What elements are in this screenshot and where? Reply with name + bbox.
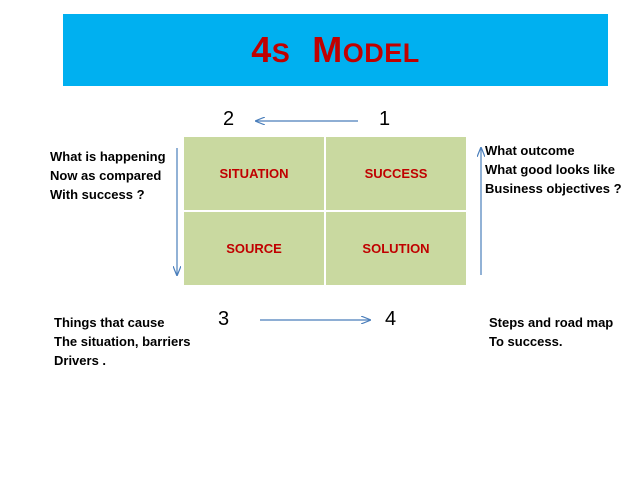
- step-number-4: 4: [385, 308, 397, 330]
- note-solution: Steps and road map To success.: [489, 313, 613, 351]
- note-line: Things that cause: [54, 315, 165, 330]
- note-line: What outcome: [485, 143, 575, 158]
- step-number-2: 2: [223, 108, 235, 130]
- quadrant-source: SOURCE: [184, 212, 324, 285]
- step-number-1: 1: [379, 108, 391, 130]
- title-big-4: 4: [251, 29, 272, 70]
- note-situation: What is happening Now as compared With s…: [50, 147, 166, 204]
- note-line: Business objectives ?: [485, 181, 622, 196]
- note-line: What is happening: [50, 149, 166, 164]
- note-line: The situation, barriers: [54, 334, 191, 349]
- title-small-s: S: [271, 38, 291, 68]
- quadrant-success: SUCCESS: [326, 137, 466, 210]
- note-line: To success.: [489, 334, 563, 349]
- note-line: Steps and road map: [489, 315, 614, 330]
- quadrant-situation: SITUATION: [184, 137, 324, 210]
- quadrant-grid: SITUATION SUCCESS SOURCE SOLUTION: [183, 136, 467, 286]
- note-line: With success ?: [50, 187, 145, 202]
- title-big-m: M: [312, 29, 343, 70]
- quadrant-solution: SOLUTION: [326, 212, 466, 285]
- note-line: What good looks like: [485, 162, 616, 177]
- step-number-3: 3: [218, 308, 230, 330]
- note-line: Now as compared: [50, 168, 162, 183]
- title-small-odel: ODEL: [342, 38, 420, 68]
- note-success: What outcome What good looks like Busine…: [485, 141, 622, 198]
- note-source: Things that cause The situation, barrier…: [54, 313, 191, 370]
- note-line: Drivers .: [54, 353, 107, 368]
